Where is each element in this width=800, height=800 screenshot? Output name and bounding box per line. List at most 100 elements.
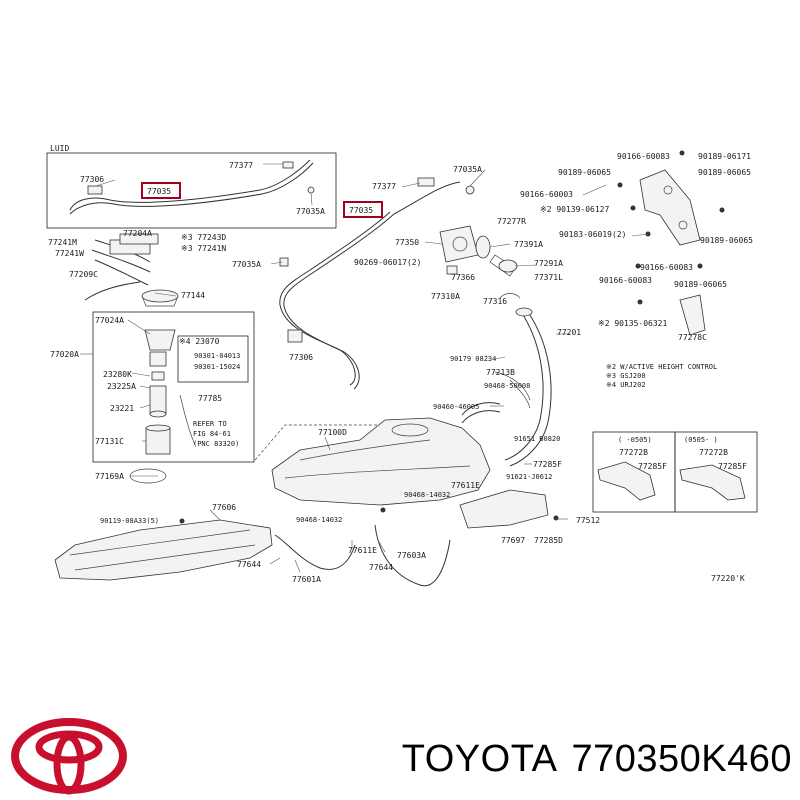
part-label: 77213B: [486, 368, 515, 377]
part-label: 77306: [80, 175, 104, 184]
part-label: 77100D: [318, 428, 347, 437]
part-label: 77144: [181, 291, 205, 300]
leader-lines: [80, 169, 649, 573]
part-label: 77377: [229, 161, 253, 170]
part-label: 90189-06065: [698, 168, 751, 177]
part-label: 90189-06065: [674, 280, 727, 289]
variant-header-b: (0505- ): [684, 436, 718, 444]
part-label: 77272B: [699, 448, 728, 457]
note-2: ※3 GSJ200: [606, 372, 646, 380]
part-labels: 77377 77306 77035 77035A 77377 77035A 77…: [48, 152, 753, 584]
part-label: 77277R: [497, 217, 526, 226]
part-label: 23221: [110, 404, 134, 413]
brand-name: TOYOTA: [401, 738, 558, 780]
part-label: REFER TO: [193, 420, 227, 428]
highlight-box-main: [343, 201, 383, 218]
lower-protector: [54, 489, 559, 587]
part-label: 90166-60083: [640, 263, 693, 272]
part-label: 90189-06065: [700, 236, 753, 245]
part-label: 77310A: [431, 292, 460, 301]
part-label: 90189-06171: [698, 152, 751, 161]
bracket-assembly: [617, 150, 725, 336]
part-label: 77316: [483, 297, 507, 306]
part-label: FIG 84-61: [193, 430, 231, 438]
part-label: 90166-60003: [520, 190, 573, 199]
footer-code: 77220'K: [711, 574, 745, 583]
part-label: 91621-J0612: [506, 473, 552, 481]
variant-header-a: ( -0505): [618, 436, 652, 444]
part-label: 77697: [501, 536, 525, 545]
brand-logo-icon: [11, 718, 127, 795]
part-label: 77606: [212, 503, 236, 512]
highlight-box-inset: [141, 182, 181, 199]
part-label: 77272B: [619, 448, 648, 457]
fuel-pump-area: [84, 233, 255, 484]
part-label: ※2 90139-06127: [540, 205, 610, 214]
top-inset: LUID: [46, 144, 337, 229]
part-label: 77291A: [534, 259, 563, 268]
part-label: 77241M: [48, 238, 77, 247]
part-label: 77285F: [638, 462, 667, 471]
part-label: 77278C: [678, 333, 707, 342]
part-label: 23280K: [103, 370, 132, 379]
part-label: 90189-06065: [558, 168, 611, 177]
part-label: 90301-15024: [194, 363, 240, 371]
part-label: 77603A: [397, 551, 426, 560]
part-label: 77391A: [514, 240, 543, 249]
part-label: 77306: [289, 353, 313, 362]
part-label: 90119-08A33(5): [100, 517, 159, 525]
caption: TOYOTA 770350K460: [360, 738, 792, 781]
part-label: 77285F: [533, 460, 562, 469]
note-3: ※4 URJ202: [606, 381, 646, 389]
part-label: 77611E: [348, 546, 377, 555]
part-label: (PNC 83320): [193, 440, 239, 448]
part-label: 77785: [198, 394, 222, 403]
part-label: 77644: [369, 563, 393, 572]
part-label: 91651 B0820: [514, 435, 560, 443]
part-label: 77366: [451, 273, 475, 282]
part-label: 90166-60083: [599, 276, 652, 285]
inset-top-label: LUID: [50, 144, 69, 153]
part-label: ※3 77243D: [181, 233, 226, 242]
part-label: 77035: [349, 206, 373, 215]
part-label: 77035A: [453, 165, 482, 174]
part-label: 77024A: [95, 316, 124, 325]
part-label: 90468-14032: [296, 516, 342, 524]
part-label: 77611E: [451, 481, 480, 490]
part-label: 77035A: [296, 207, 325, 216]
part-label: 77131C: [95, 437, 124, 446]
part-label: 90179 08234: [450, 355, 496, 363]
part-label: 77204A: [123, 229, 152, 238]
part-label: 23225A: [107, 382, 136, 391]
part-label: ※4 23070: [179, 337, 220, 346]
main-fuel-line: [279, 177, 475, 390]
part-label: 90166-60083: [617, 152, 670, 161]
part-label: 77512: [576, 516, 600, 525]
part-label: 90269-06017(2): [354, 258, 421, 267]
part-label: 90183-06019(2): [559, 230, 626, 239]
part-label: 90468-14032: [404, 491, 450, 499]
part-label: 77601A: [292, 575, 321, 584]
part-label: 77377: [372, 182, 396, 191]
part-label: 77020A: [50, 350, 79, 359]
part-label: ※3 77241N: [181, 244, 226, 253]
part-label: 77201: [557, 328, 581, 337]
part-label: 77035: [147, 187, 171, 196]
part-label: 77285D: [534, 536, 563, 545]
part-label: 77169A: [95, 472, 124, 481]
part-label: 90468-50008: [484, 382, 530, 390]
part-number: 770350K460: [571, 738, 792, 780]
note-1: ※2 W/ACTIVE HEIGHT CONTROL: [606, 363, 717, 371]
notes-block: ※2 W/ACTIVE HEIGHT CONTROL ※3 GSJ200 ※4 …: [606, 363, 717, 389]
filler-neck-area: [439, 225, 552, 467]
part-label: 77644: [237, 560, 261, 569]
part-label: 77209C: [69, 270, 98, 279]
part-label: 77241W: [55, 249, 84, 258]
variant-insets: ( -0505) (0505- ): [592, 431, 758, 513]
fuel-tank: [254, 417, 491, 506]
part-label: 77035A: [232, 260, 261, 269]
part-label: 90301-04013: [194, 352, 240, 360]
part-label: 77285F: [718, 462, 747, 471]
part-label: 77371L: [534, 273, 563, 282]
